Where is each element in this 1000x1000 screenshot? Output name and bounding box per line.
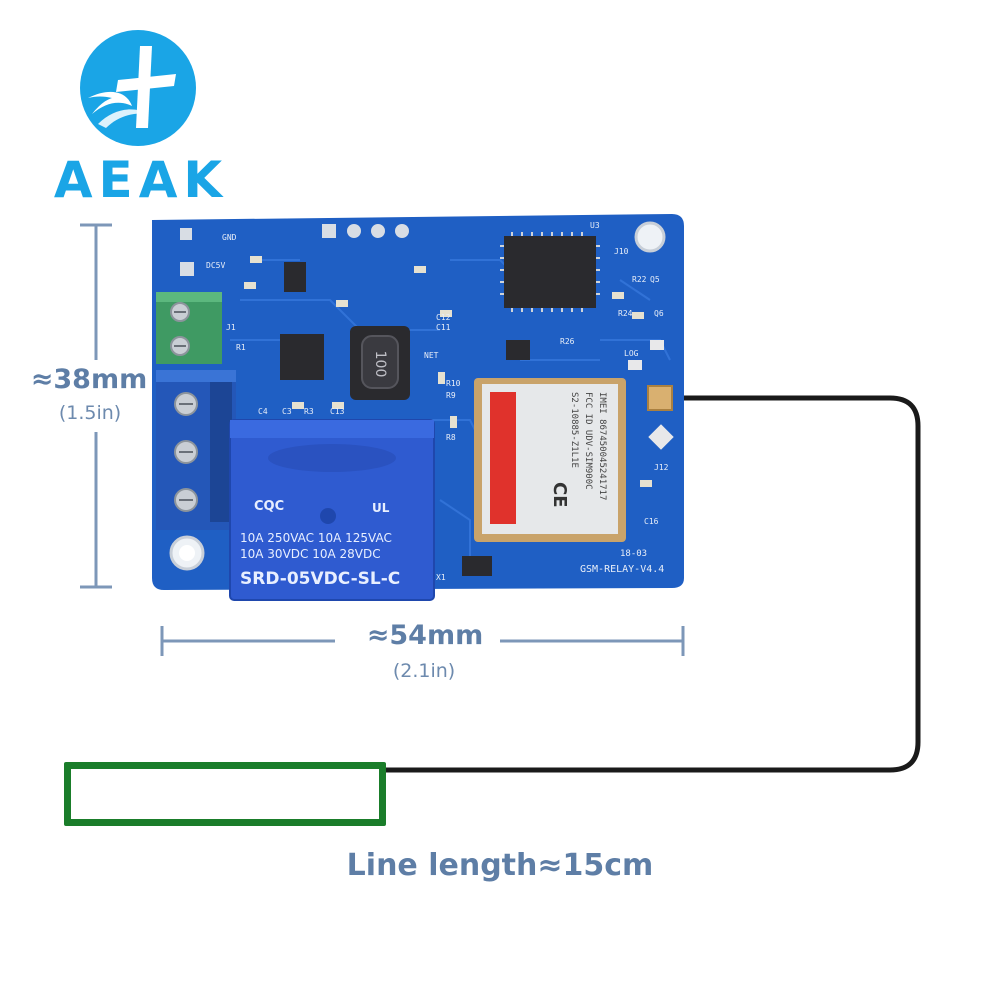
silk-c16: C16 <box>644 517 659 526</box>
relay-rating-line1: 10A 250VAC 10A 125VAC <box>240 531 392 545</box>
gsm-sn: S2-10885-Z1L1E <box>569 392 579 468</box>
silk-dc5v: DC5V <box>206 261 225 270</box>
silk-gnd: GND <box>222 233 237 242</box>
silk-c3: C3 <box>282 407 292 416</box>
silk-q5: Q5 <box>650 275 660 284</box>
relay-cert-cqc: CQC <box>254 499 284 514</box>
silk-c13: C13 <box>330 407 345 416</box>
silk-r10: R10 <box>446 379 461 388</box>
silk-j12: J12 <box>654 463 669 472</box>
silk-r1: R1 <box>236 343 246 352</box>
relay-model: SRD-05VDC-SL-C <box>240 569 400 589</box>
inductor: 100 <box>350 326 410 400</box>
silk-r3: R3 <box>304 407 314 416</box>
silk-r8: R8 <box>446 433 456 442</box>
silk-j10: J10 <box>614 247 629 256</box>
silk-c11: C11 <box>436 323 451 332</box>
height-label: ≈38mm <box>30 364 148 395</box>
silk-c12: C12 <box>436 313 451 322</box>
width-label: ≈54mm <box>366 620 484 651</box>
silk-r22: R22 <box>632 275 647 284</box>
line-length-label: Line length≈15cm <box>346 848 654 883</box>
silk-r9: R9 <box>446 391 456 400</box>
silk-date-code: 18-03 <box>620 549 647 559</box>
relay-cert-ul: UL <box>372 501 390 515</box>
silk-x1: X1 <box>436 573 446 582</box>
silk-r26: R26 <box>560 337 575 346</box>
height-sublabel: (1.5in) <box>58 402 122 424</box>
aeak-logo-icon <box>80 30 196 146</box>
width-sublabel: (2.1in) <box>392 660 456 682</box>
green-terminal-block <box>156 292 222 364</box>
silk-log: LOG <box>624 349 639 358</box>
antenna-pcb-tag <box>64 762 386 826</box>
height-dimension-line <box>80 223 112 589</box>
inductor-marking: 100 <box>372 351 388 378</box>
brand-logo-text: AEAK <box>53 151 229 209</box>
silk-u3: U3 <box>590 221 600 230</box>
silk-j1: J1 <box>226 323 236 332</box>
mcu-chip <box>500 232 600 312</box>
silk-r24: R24 <box>618 309 633 318</box>
gsm-imei: IMEI 867450045241717 <box>597 392 607 500</box>
antenna-cable <box>386 395 921 773</box>
width-dimension-line <box>160 626 685 656</box>
pcb-board: 100 <box>152 214 684 601</box>
silk-net: NET <box>424 351 439 360</box>
gsm-ce-mark: CE <box>549 482 570 508</box>
gsm-fcc: FCC ID UDV-SIM900C <box>583 392 593 490</box>
relay-rating-line2: 10A 30VDC 10A 28VDC <box>240 547 381 561</box>
silk-c4: C4 <box>258 407 268 416</box>
blue-terminal-block <box>156 370 236 530</box>
silk-board-label: GSM-RELAY-V4.4 <box>580 564 664 575</box>
gsm-module: IMEI 867450045241717 FCC ID UDV-SIM900C … <box>474 378 626 542</box>
relay: CQC UL 10A 250VAC 10A 125VAC 10A 30VDC 1… <box>229 419 435 601</box>
silk-q6: Q6 <box>654 309 664 318</box>
